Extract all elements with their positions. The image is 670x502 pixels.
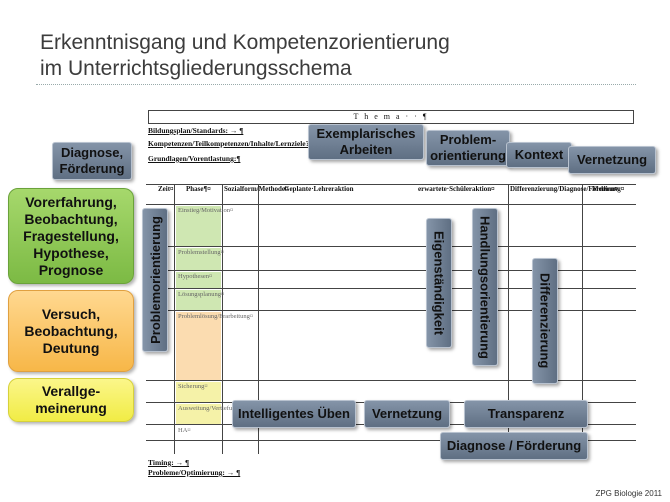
table-rule — [146, 204, 636, 205]
phase-sicherung: Sicherung¤ — [176, 382, 221, 402]
table-rule — [258, 184, 259, 454]
callout-problemorientierung-top: Problem-orientierung — [426, 130, 510, 166]
callout-transparenz: Transparenz — [464, 400, 588, 428]
header-medien: Medien¤ — [592, 185, 619, 193]
header-zeit: Zeit¤ — [158, 185, 174, 193]
table-rule — [146, 310, 636, 311]
callout-text: Differenzierung — [537, 273, 553, 369]
callout-text: Handlungsorientierung — [477, 215, 493, 359]
thema-box: T h e m a · · ¶ — [148, 110, 634, 124]
table-rule — [174, 184, 175, 454]
stage-verallgemeinerung: Verallge-meinerung — [8, 378, 134, 422]
table-rule — [146, 380, 636, 381]
phase-ausweitung: Ausweitung/Vertiefung¤ — [176, 404, 242, 424]
header-phase: Phase¶¤ — [186, 185, 211, 193]
table-rule — [222, 184, 223, 454]
phase-einstieg: Einstieg/Motivation¤ — [176, 206, 233, 246]
title-line-2: im Unterrichtsgliederungsschema — [40, 57, 352, 80]
callout-eigenstaendigkeit: Eigenständigkeit — [426, 218, 452, 348]
stage-vorerfahrung: Vorerfahrung, Beobachtung, Fragestellung… — [8, 188, 134, 284]
table-rule — [582, 184, 583, 454]
lesson-plan-document: T h e m a · · ¶ Bildungsplan/Standards: … — [146, 108, 636, 478]
header-lehreraktion: Geplante·Lehreraktion — [284, 185, 354, 193]
title-divider — [36, 84, 636, 85]
grundlagen-line: Grundlagen/Vorentlastung:¶ — [148, 154, 241, 163]
table-rule — [508, 184, 509, 454]
phase-ha: HA¤ — [178, 427, 191, 434]
stage-versuch: Versuch, Beobachtung, Deutung — [8, 290, 134, 372]
callout-diagnose-foerderung-bottom: Diagnose / Förderung — [440, 432, 588, 460]
header-differenzierung: Differenzierung/Diagnose/Förderung¤ — [510, 185, 625, 193]
header-schueleraktion: erwartete·Schüleraktion¤ — [418, 185, 495, 193]
callout-problemorientierung-vertical: Problemorientierung — [142, 208, 168, 352]
callout-exemplarisches-arbeiten: Exemplarisches Arbeiten — [308, 124, 424, 160]
header-sozialform: Sozialform/Methode¤ — [224, 185, 289, 193]
callout-text: Eigenständigkeit — [431, 230, 447, 336]
title-text: Erkenntnisgang und Kompetenzorientierung… — [40, 30, 450, 82]
callout-kontext: Kontext — [506, 142, 572, 168]
table-rule — [146, 246, 636, 247]
phase-hypothesen: Hypothesen¤ — [176, 272, 221, 288]
phase-problemstellung: Problemstellung¤ — [176, 248, 224, 270]
bildungsplan-line: Bildungsplan/Standards: → ¶ — [148, 126, 244, 135]
callout-vernetzung-top: Vernetzung — [568, 146, 656, 174]
lesson-table: Zeit¤ Phase¶¤ Sozialform/Methode¤ Geplan… — [146, 184, 636, 454]
callout-text: Problemorientierung — [147, 216, 163, 344]
timing-line: Timing: → ¶ — [148, 458, 190, 467]
phase-loesungsplanung: Lösungsplanung¤ — [176, 290, 224, 310]
callout-vernetzung-bottom: Vernetzung — [364, 400, 450, 428]
table-rule — [146, 270, 636, 271]
callout-handlungsorientierung: Handlungsorientierung — [472, 208, 498, 366]
callout-differenzierung: Differenzierung — [532, 258, 558, 384]
kompetenzen-line: Kompetenzen/Teilkompetenzen/Inhalte/Lern… — [148, 139, 316, 148]
phase-problemloesung: Problemlösung/Erarbeitung¤ — [176, 312, 253, 380]
table-rule — [146, 184, 636, 185]
probleme-line: Probleme/Optimierung: → ¶ — [148, 468, 241, 477]
footer-credit: ZPG Biologie 2011 — [595, 489, 662, 498]
callout-intelligentes-ueben: Intelligentes Üben — [232, 400, 356, 428]
callout-diagnose-foerderung-left: Diagnose, Förderung — [52, 142, 132, 180]
title-line-1: Erkenntnisgang und Kompetenzorientierung — [40, 31, 450, 54]
table-rule — [146, 288, 636, 289]
table-rule — [146, 440, 636, 441]
